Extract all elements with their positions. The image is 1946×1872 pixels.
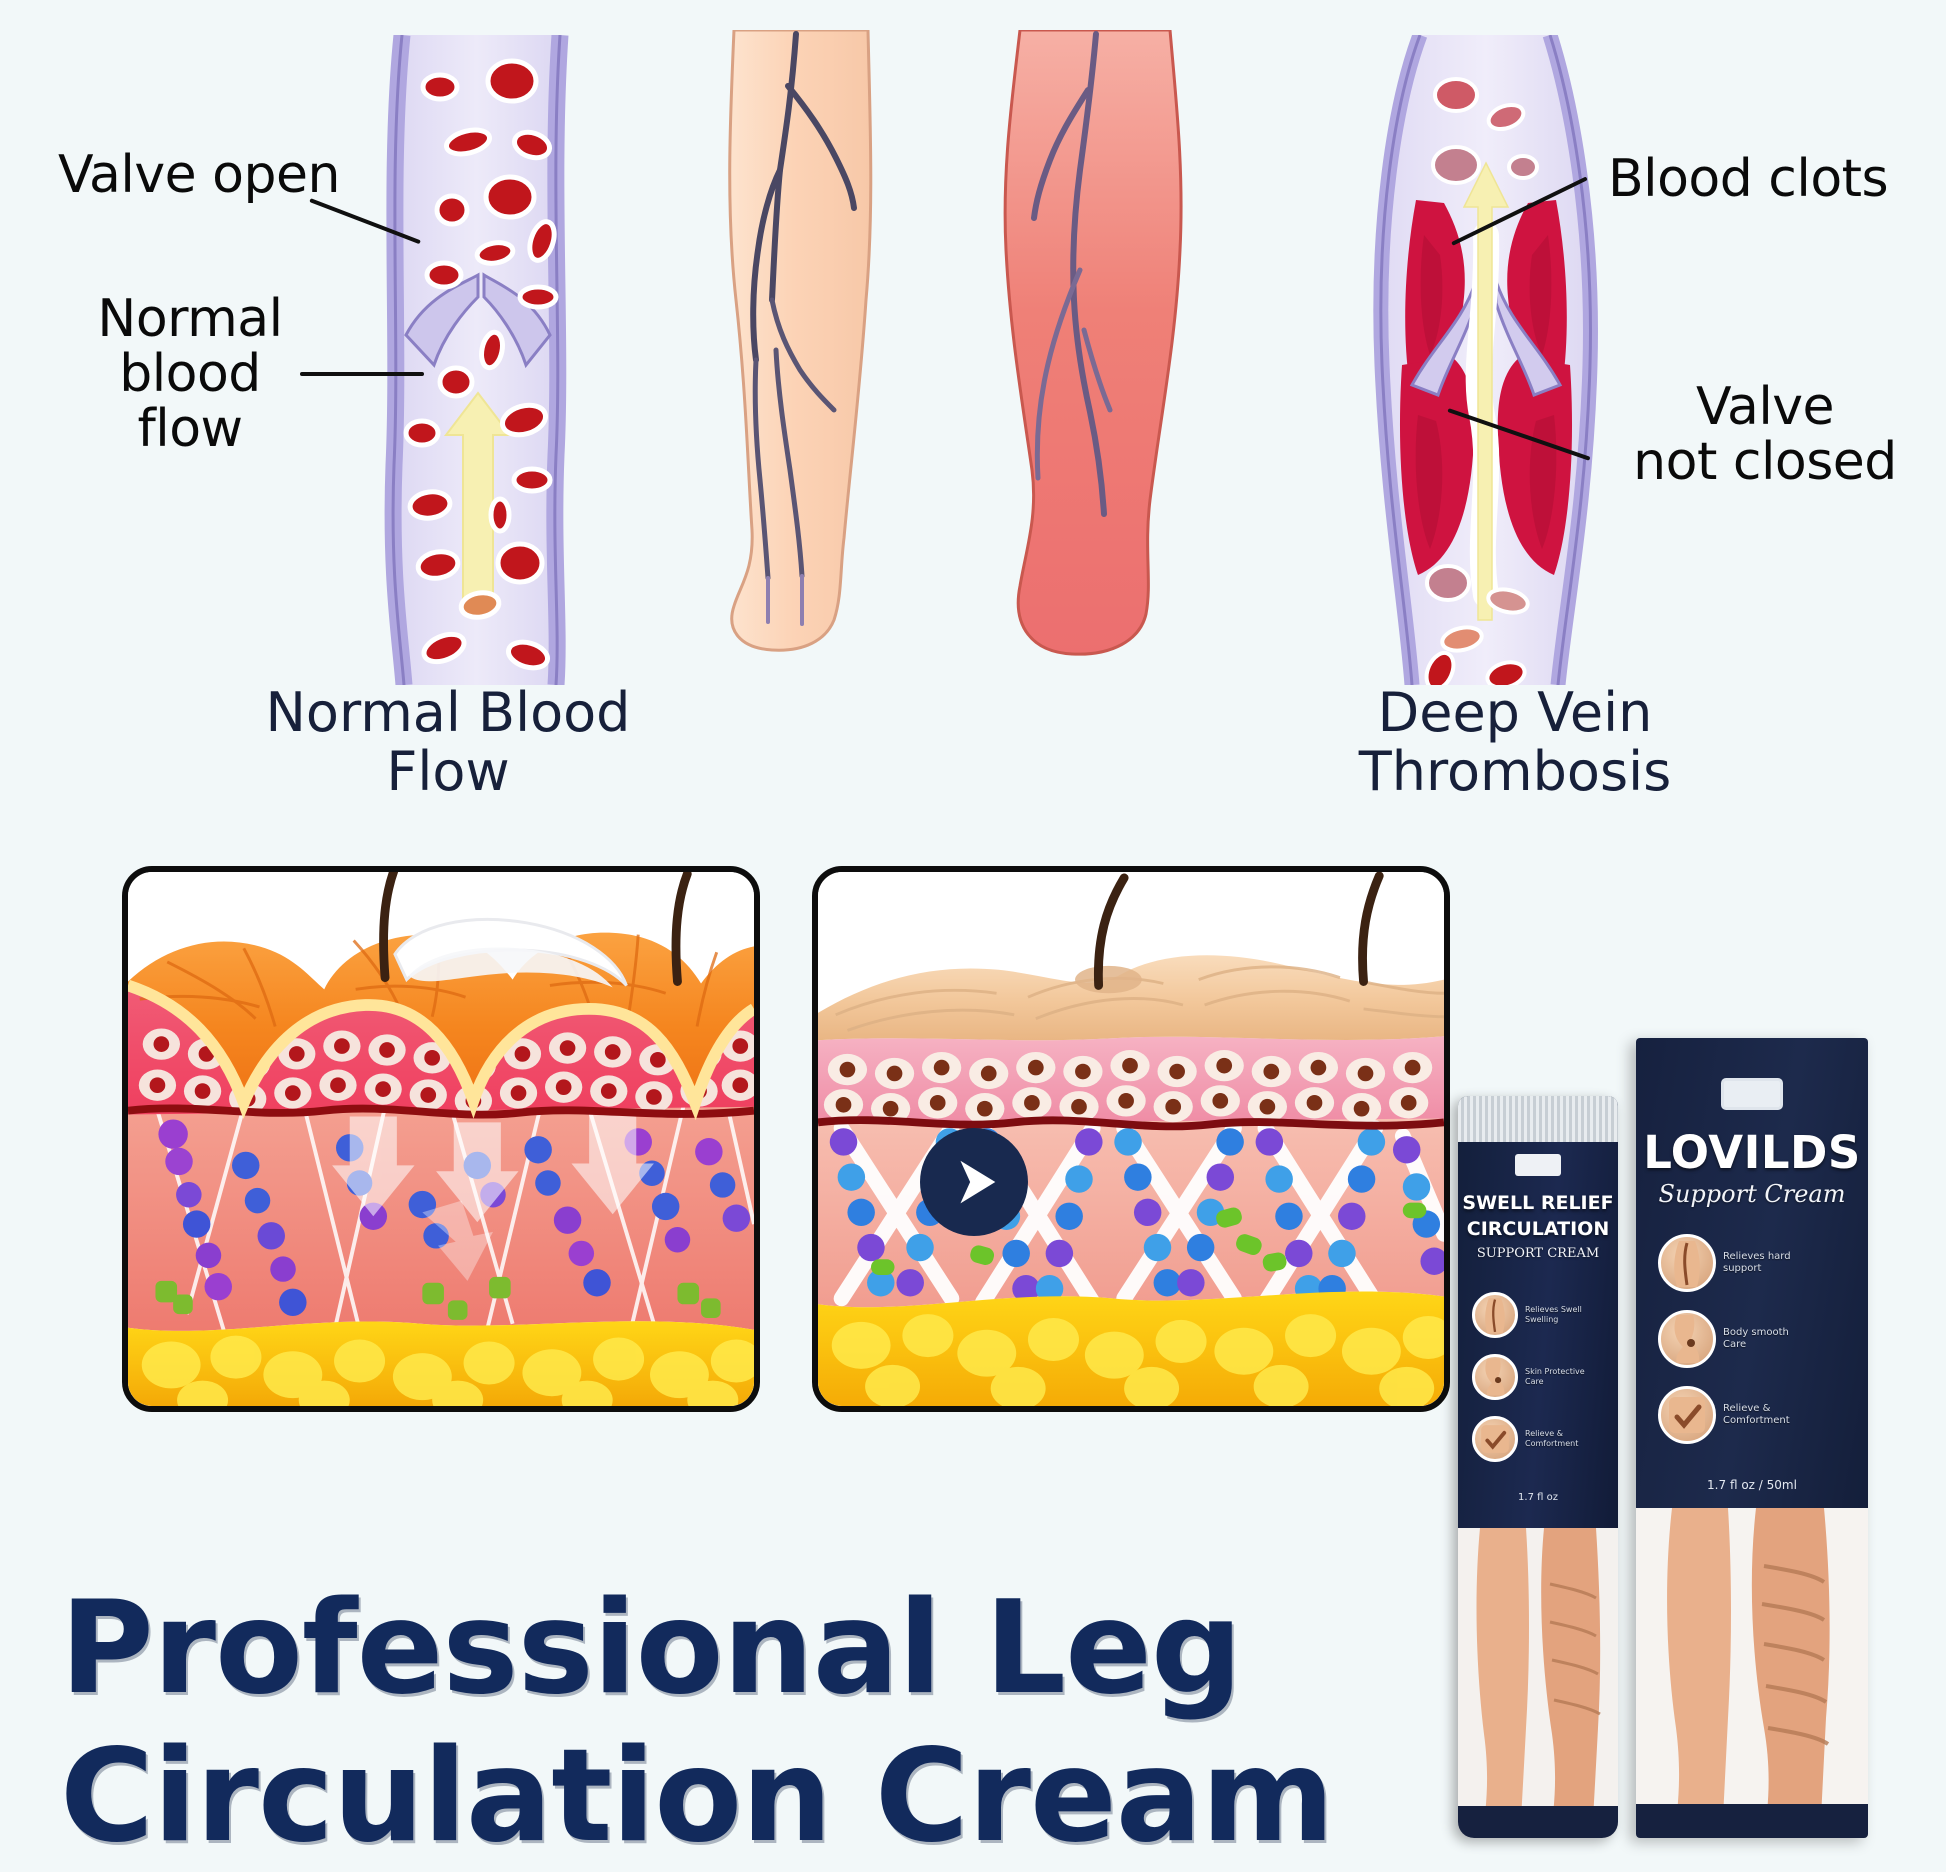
leg-check-icon <box>1658 1386 1716 1444</box>
product-group: LOVILDS Support Cream Relieves hard supp… <box>1268 1038 1946 1853</box>
product-net-weight: 1.7 fl oz / 50ml <box>1707 1478 1797 1492</box>
page-title: Professional Leg Circulation Cream <box>60 1574 1335 1872</box>
tube-net-weight: 1.7 fl oz <box>1518 1492 1558 1503</box>
product-brand: LOVILDS <box>1643 1126 1861 1179</box>
callout-valve-open: Valve open <box>58 145 340 205</box>
callout-normal-blood-flow: Normal blood flow <box>97 289 283 460</box>
leg-massage-icon <box>1658 1310 1716 1368</box>
product-bullet-1: Relieves hard support <box>1658 1234 1854 1292</box>
tube-leg-photo <box>1458 1528 1618 1838</box>
leg-vein-icon <box>1472 1292 1518 1338</box>
hang-hole <box>1721 1078 1783 1110</box>
tube-bullet-1: Relieves Swell Swelling <box>1472 1292 1610 1338</box>
leg-vein-icon <box>1658 1234 1716 1292</box>
product-bullet-1-text: Relieves hard support <box>1723 1250 1791 1275</box>
tube-bullet-3: Relieve & Comfortment <box>1472 1416 1610 1462</box>
tube-cap <box>1458 1096 1618 1142</box>
tube-bullet-2: Skin Protective Care <box>1472 1354 1610 1400</box>
play-arrow-icon <box>920 1128 1028 1236</box>
product-bullet-2: Body smooth Care <box>1658 1310 1854 1368</box>
caption-normal-blood-flow: Normal Blood Flow <box>265 681 631 804</box>
product-box[interactable]: LOVILDS Support Cream Relieves hard supp… <box>1636 1038 1868 1838</box>
tube-line-3: SUPPORT CREAM <box>1476 1246 1600 1261</box>
callout-valve-not-closed: Valve not closed <box>1633 377 1897 493</box>
swollen-leg-illustration <box>980 28 1270 690</box>
skin-panel-before <box>122 866 760 1412</box>
callout-blood-clots: Blood clots <box>1608 149 1889 209</box>
leg-check-icon <box>1472 1416 1518 1462</box>
normal-vein-diagram <box>360 35 610 685</box>
product-bullet-3-text: Relieve & Comfortment <box>1723 1402 1790 1427</box>
product-tube[interactable]: SWELL RELIEF CIRCULATION SUPPORT CREAM R… <box>1458 1096 1618 1838</box>
caption-deep-vein-thrombosis: Deep Vein Thrombosis <box>1358 681 1672 804</box>
product-bullet-2-text: Body smooth Care <box>1723 1326 1789 1351</box>
tube-line-1: SWELL RELIEF <box>1462 1192 1614 1214</box>
tube-bullet-2-text: Skin Protective Care <box>1525 1367 1585 1386</box>
product-bullet-3: Relieve & Comfortment <box>1658 1386 1854 1444</box>
dvt-vein-diagram <box>1360 35 1610 685</box>
tube-bullet-1-text: Relieves Swell Swelling <box>1525 1305 1582 1324</box>
product-subtitle: Support Cream <box>1658 1180 1846 1208</box>
tube-label-strip <box>1515 1154 1561 1176</box>
tube-bullet-3-text: Relieve & Comfortment <box>1525 1429 1579 1448</box>
leg-massage-icon <box>1472 1354 1518 1400</box>
leader-line-normal-blood-flow <box>300 372 424 376</box>
healthy-leg-illustration <box>700 28 980 690</box>
product-leg-photo <box>1636 1508 1868 1838</box>
tube-line-2: CIRCULATION <box>1466 1218 1610 1240</box>
